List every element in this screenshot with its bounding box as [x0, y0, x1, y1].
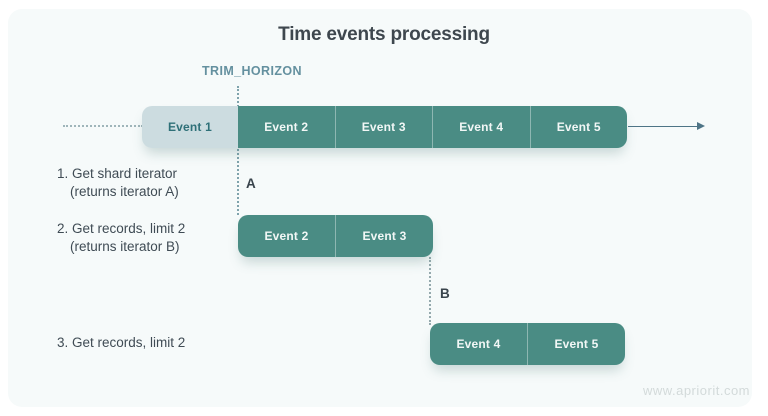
timeline-arrow-line: [628, 126, 698, 127]
step-2: 2. Get records, limit 2 (returns iterato…: [57, 220, 185, 256]
event-box: Event 3: [334, 106, 432, 148]
main-timeline-row: Event 1 Event 2 Event 3 Event 4 Event 5: [142, 106, 627, 148]
step-1-subtext: (returns iterator A): [70, 184, 179, 199]
step-2-subtext: (returns iterator B): [70, 239, 180, 254]
incoming-events-dotted-line: [63, 125, 143, 127]
event-box: Event 5: [529, 106, 627, 148]
event-box: Event 3: [335, 215, 433, 257]
step-1: 1. Get shard iterator (returns iterator …: [57, 165, 179, 201]
step-2-text: 2. Get records, limit 2: [57, 221, 186, 236]
iterator-b-label: B: [440, 286, 450, 301]
event-box: Event 4: [432, 106, 530, 148]
event-box: Event 5: [527, 323, 625, 365]
diagram-card: [8, 9, 752, 407]
step-3: 3. Get records, limit 2: [57, 334, 185, 352]
event-box: Event 4: [430, 323, 527, 365]
step-3-text: 3. Get records, limit 2: [57, 335, 186, 350]
trim-horizon-label: TRIM_HORIZON: [202, 64, 302, 78]
fetch-row-2: Event 4 Event 5: [430, 323, 625, 365]
step-1-text: 1. Get shard iterator: [57, 166, 178, 181]
iterator-a-label: A: [246, 176, 256, 191]
fetch-row-1: Event 2 Event 3: [238, 215, 433, 257]
timeline-arrow-icon: [697, 122, 705, 130]
watermark: www.apriorit.com: [643, 383, 750, 398]
event-box: Event 2: [238, 106, 335, 148]
trim-horizon-dotted-line: [237, 86, 239, 215]
event-box: Event 2: [238, 215, 335, 257]
page-title: Time events processing: [278, 24, 490, 45]
iterator-b-dotted-line: [429, 257, 431, 325]
event-box-trimmed: Event 1: [142, 106, 238, 148]
